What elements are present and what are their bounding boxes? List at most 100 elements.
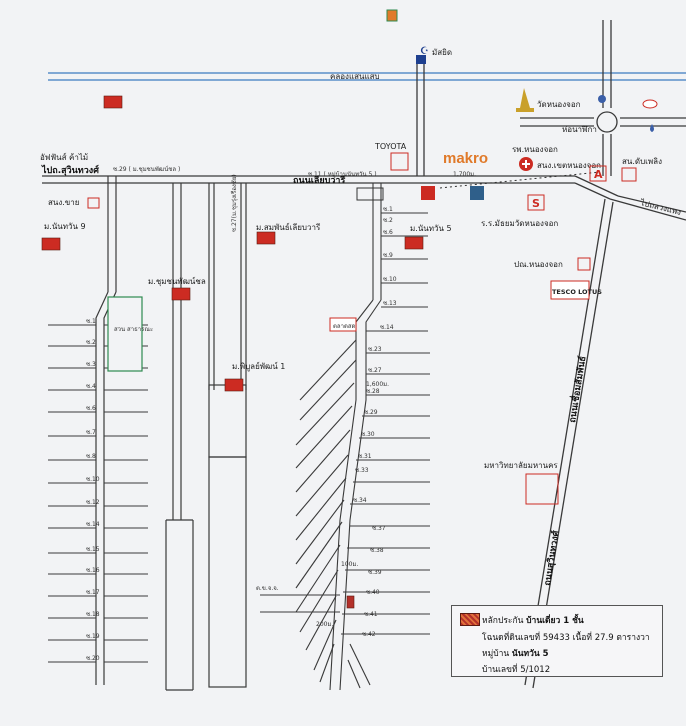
legend-title: หลักประกัน บ้านเดี่ยว 1 ชั้น: [482, 616, 584, 626]
village-label: ม.นันทวัน 9: [44, 222, 86, 231]
distance-1700-label: 1,700ม.: [453, 171, 476, 178]
soi11-label: ซ.11 ( หมู่บ้านนันทวัน 5 ): [308, 171, 377, 178]
tesco-logo: TESCO LOTUS: [552, 288, 602, 296]
atm-icon: [470, 186, 484, 200]
svg-text:ซ.28: ซ.28: [366, 388, 380, 395]
mosque-icon: ☪: [420, 46, 429, 57]
temple-icon: [520, 88, 530, 108]
svg-text:ซ.42: ซ.42: [362, 631, 376, 638]
legend-village: หมู่บ้าน นันทวัน 5: [482, 649, 549, 659]
cross-icon: [522, 160, 530, 168]
svg-text:ซ.8: ซ.8: [86, 453, 96, 460]
svg-text:ซ.3: ซ.3: [86, 361, 96, 368]
to-suwinthawong-label: ไปถ.สุวินทวงศ์: [41, 164, 99, 176]
distance-1600-label: 1,600ม.: [366, 381, 389, 388]
right-soi-labels: ซ.1 ซ.2 ซ.6 ซ.9 ซ.10 ซ.13 ซ.14 ซ.23 ซ.27…: [353, 206, 397, 638]
police-label: สนง.ขาย: [48, 198, 79, 207]
toyota-label: TOYOTA: [374, 142, 407, 151]
svg-text:ซ.17: ซ.17: [86, 589, 100, 596]
badge-s-box: [527, 194, 545, 211]
house-icon: [224, 378, 244, 392]
left-branches: [48, 324, 148, 663]
clock-tower-label: ห่อนาฬิกา: [562, 125, 597, 134]
badge-a: A: [594, 168, 603, 181]
fire-station-label: สน.ดับเพลิง: [622, 157, 662, 166]
market-box: [329, 317, 357, 332]
post-office-box: [577, 257, 591, 271]
distance-200-label: 200ม.: [316, 621, 333, 628]
market-label: ตลาดสด: [333, 323, 356, 330]
park-label: สวน สาธารณะ: [114, 326, 153, 333]
property-marker: [346, 595, 355, 609]
svg-text:ซ.20: ซ.20: [86, 655, 100, 662]
tesco-box: [550, 280, 590, 300]
house-icon: [41, 237, 61, 251]
toyota-box: [390, 152, 409, 171]
house-icon: [256, 231, 276, 245]
svg-text:ซ.33: ซ.33: [355, 467, 369, 474]
house-icon: [404, 236, 424, 250]
village-icons: [41, 95, 424, 392]
svg-text:ซ.9: ซ.9: [383, 252, 393, 259]
furniture-label: อัฟฟันส์ ค้าไม้: [40, 152, 88, 162]
canal: [48, 72, 686, 81]
svg-text:ซ.30: ซ.30: [361, 431, 375, 438]
label-200m: ต.ข.จ.จ.: [256, 585, 279, 592]
svg-text:ซ.6: ซ.6: [86, 405, 96, 412]
district-office-label: สนง.เขตหนองจอก: [537, 161, 601, 170]
dotted-route: [439, 171, 601, 189]
middle-roads: [165, 183, 247, 691]
svg-text:ซ.19: ซ.19: [86, 633, 100, 640]
badge-s: S: [532, 197, 540, 210]
seven-eleven-icon: [386, 9, 398, 22]
svg-text:ซ.40: ซ.40: [366, 589, 380, 596]
svg-text:ซ.16: ซ.16: [86, 567, 100, 574]
svg-text:ซ.14: ซ.14: [380, 324, 394, 331]
bank-branch-icon: [421, 186, 435, 200]
svg-text:ซ.18: ซ.18: [86, 611, 100, 618]
house-icon: [171, 287, 191, 301]
svg-text:ซ.1: ซ.1: [86, 318, 96, 325]
fire-station-box: [621, 167, 637, 182]
village-label: ม.นันทวัน 5: [410, 224, 452, 233]
svg-text:ซ.14: ซ.14: [86, 521, 100, 528]
left-soi-labels: ซ.1 ซ.2 ซ.3 ซ.4 ซ.6 ซ.7 ซ.8 ซ.10 ซ.12 ซ.…: [86, 318, 100, 662]
main-road-label: ถนนเลียบวารี: [293, 175, 345, 186]
svg-text:ซ.23: ซ.23: [368, 346, 382, 353]
soi29-label: ซ.29 ( ม.ชุมชนพัฒน์ชล ): [113, 165, 180, 173]
village-label: ม.สมพันธ์เลียบวารี: [256, 222, 321, 232]
soi27-label: ซ.27(ม.ชุมรุ่งเรืองชัย): [230, 174, 238, 232]
svg-text:ซ.12: ซ.12: [86, 499, 100, 506]
svg-text:ซ.27: ซ.27: [368, 367, 382, 374]
station-icon: [356, 187, 384, 201]
legend-deed: โฉนดที่ดินเลขที่ 59433 เนื้อที่ 27.9 ตาร…: [482, 633, 650, 643]
police-box: [87, 197, 100, 209]
badge-a-box: [589, 165, 607, 182]
legend-swatch: [460, 613, 480, 626]
svg-text:ซ.31: ซ.31: [358, 453, 372, 460]
esso-icon: [642, 99, 658, 109]
svg-text:ซ.10: ซ.10: [383, 276, 397, 283]
right-network: [260, 183, 430, 691]
svg-text:ซ.13: ซ.13: [383, 300, 397, 307]
northeast-roads: [416, 20, 686, 176]
svg-text:ซ.38: ซ.38: [370, 547, 384, 554]
makro-logo: makro: [443, 150, 488, 167]
svg-text:ซ.15: ซ.15: [86, 546, 100, 553]
svg-text:ซ.29: ซ.29: [364, 409, 378, 416]
svg-text:ซ.1: ซ.1: [383, 206, 393, 213]
university-box: [525, 473, 559, 505]
svg-text:ซ.10: ซ.10: [86, 476, 100, 483]
school-label: ร.ร.มัธยมวัดหนองจอก: [481, 219, 558, 228]
post-office-label: ปณ.หนองจอก: [514, 260, 563, 269]
distance-100-label: 100ม.: [341, 561, 358, 568]
wat-label: วัดหนองจอก: [537, 100, 581, 109]
svg-text:ซ.6: ซ.6: [383, 229, 393, 236]
svg-text:ซ.2: ซ.2: [383, 217, 393, 224]
svg-text:ซ.7: ซ.7: [86, 429, 96, 436]
svg-text:ซ.34: ซ.34: [353, 497, 367, 504]
hospital-label: รพ.หนองจอก: [512, 145, 558, 154]
legend-house-no: บ้านเลขที่ 5/1012: [482, 665, 551, 675]
legend-box: หลักประกัน บ้านเดี่ยว 1 ชั้น โฉนดที่ดินเ…: [451, 605, 663, 677]
